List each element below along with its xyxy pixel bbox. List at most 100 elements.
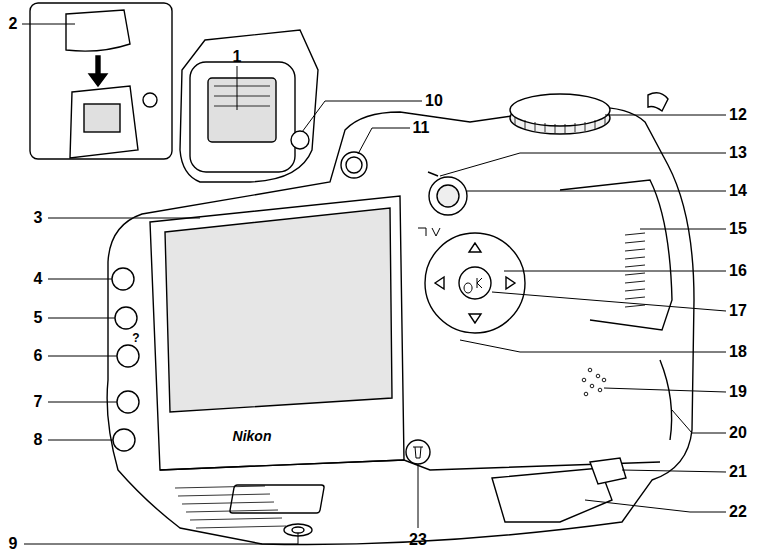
strap-lug	[648, 93, 668, 111]
callout-number: 9	[9, 536, 18, 552]
monitor-bezel	[150, 196, 404, 470]
leader-line	[48, 218, 200, 219]
grip-edge	[660, 360, 672, 440]
leader-line	[48, 279, 112, 280]
leader-line	[504, 271, 726, 272]
leader-line	[48, 440, 113, 441]
callout-number: 19	[729, 384, 747, 400]
leader-line	[605, 115, 726, 116]
callout-number: 13	[729, 145, 747, 161]
lv-mark	[418, 228, 440, 236]
leader-line	[640, 229, 726, 230]
ok-mark	[464, 278, 482, 293]
speaker-hole	[582, 378, 586, 382]
ok-button	[459, 267, 491, 299]
info-button	[113, 429, 135, 451]
callout-number: 2	[9, 16, 18, 32]
leader-line	[672, 410, 726, 433]
callout-number: 20	[729, 425, 747, 441]
callout-number: 1	[233, 49, 242, 65]
lock-mark	[428, 172, 438, 176]
speaker-hole	[584, 392, 588, 396]
speaker-hole	[598, 388, 602, 392]
leader-line	[302, 101, 422, 132]
callout-number: 18	[729, 344, 747, 360]
lcd-monitor	[165, 208, 392, 412]
af-lock-button-inner	[437, 185, 459, 207]
card-cover-grip	[625, 233, 645, 307]
tripod-socket-hole	[292, 527, 304, 533]
speaker-hole	[596, 374, 600, 378]
thumbnail-button	[117, 345, 139, 367]
callout-number: 3	[34, 210, 43, 226]
inset-viewfinder	[70, 86, 138, 158]
dial-ridges	[515, 117, 605, 133]
selector-arrows	[435, 243, 515, 323]
callout-number: 23	[409, 532, 427, 548]
bottom-plate	[160, 460, 660, 470]
callout-number: 12	[729, 107, 747, 123]
inset-arrow	[89, 56, 107, 86]
inset-diopter	[143, 93, 157, 107]
inset-frame	[30, 3, 172, 159]
leader-line	[358, 128, 410, 154]
leader-line	[24, 533, 298, 544]
bottom-recess	[230, 485, 325, 513]
speaker-hole	[590, 384, 594, 388]
callout-number: 8	[34, 432, 43, 448]
leader-line	[48, 318, 115, 319]
callout-number: 11	[413, 120, 430, 136]
callout-number: 10	[425, 93, 443, 109]
leader-lines	[22, 24, 726, 544]
battery-cover	[492, 468, 612, 522]
inset-eyecup	[66, 10, 130, 51]
leader-line	[585, 500, 726, 512]
leader-line	[48, 402, 117, 403]
leader-line	[604, 388, 726, 392]
help-symbol: ?	[132, 332, 139, 344]
leader-line	[48, 356, 117, 357]
leader-line	[492, 292, 726, 311]
zoom-button	[117, 391, 139, 413]
battery-latch	[590, 458, 626, 484]
inset-window	[84, 104, 120, 132]
leader-line	[440, 153, 726, 176]
callout-number: 16	[729, 263, 747, 279]
callout-number: 7	[34, 394, 43, 410]
leader-line	[237, 66, 238, 110]
eyecup-inset	[30, 3, 172, 159]
playback-button	[112, 268, 134, 290]
callout-number: 17	[729, 303, 747, 319]
camera-body	[107, 30, 694, 545]
ael-button	[341, 152, 367, 178]
speaker	[582, 368, 606, 396]
speaker-hole	[588, 368, 592, 372]
eyepiece-window	[208, 78, 276, 142]
leader-line	[22, 24, 75, 25]
leader-line	[467, 191, 726, 192]
callout-number: 4	[34, 271, 43, 287]
callout-number: 15	[729, 221, 747, 237]
delete-button	[406, 440, 430, 464]
callout-number: 14	[729, 183, 747, 199]
callout-number: 5	[34, 310, 43, 326]
viewfinder-hood	[180, 30, 318, 182]
callout-number: 6	[34, 348, 43, 364]
speaker-hole	[602, 378, 606, 382]
card-slot-cover	[560, 180, 672, 330]
trash-icon	[413, 447, 423, 458]
multi-selector	[425, 233, 525, 333]
leader-line	[622, 470, 726, 472]
ael-button-inner	[346, 157, 362, 173]
diopter-control	[291, 131, 309, 149]
eyecup	[190, 62, 295, 172]
brand-logo: Nikon	[233, 429, 272, 443]
menu-button	[115, 307, 137, 329]
af-lock-button	[429, 177, 467, 215]
left-buttons	[112, 268, 139, 451]
leader-line	[460, 340, 726, 352]
eyepiece-lines	[214, 86, 270, 106]
callout-number: 21	[729, 464, 747, 480]
